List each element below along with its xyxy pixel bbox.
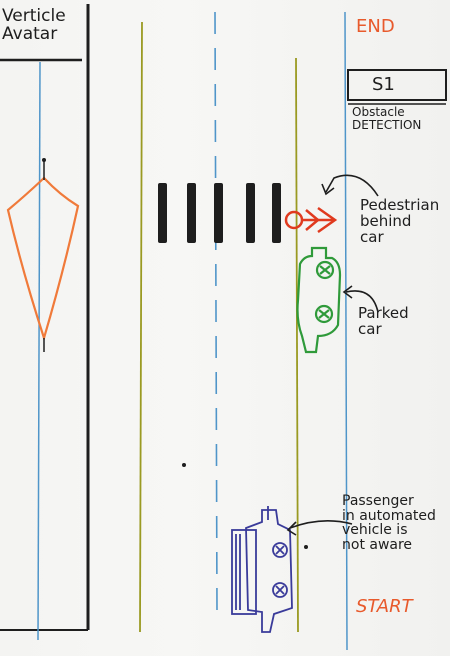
pedestrian-label-line: car [360,227,384,246]
pedestrian-icon [284,206,338,234]
crosswalk [158,183,281,243]
passenger-label-line: Passenger [342,493,414,509]
start-label: START [356,596,413,617]
automated-vehicle-icon [231,506,293,633]
avatar-cable [37,61,41,641]
vehicle-arrow [286,520,353,536]
scenario-caption: Obstacle DETECTION [352,106,421,131]
avatar-panel [0,4,90,641]
pedestrian-arrow [321,174,379,197]
avatar-label-line: Avatar [2,23,58,44]
pedestrian-label: Pedestrian behind car [360,196,440,246]
pedestrian-label-line: Pedestrian [360,196,440,214]
track-line [344,11,348,651]
ink-dot [182,463,186,467]
road-left-edge [139,21,143,633]
passenger-label-line: not aware [342,537,413,554]
avatar-label: Verticle Avatar [2,6,66,44]
parked-car-arrow [342,285,379,313]
avatar-label-line: Verticle [2,6,66,26]
road-right-edge [295,57,299,633]
parked-car-icon [296,246,342,354]
ink-dot [304,545,308,549]
pedestrian-label-line: behind [360,211,412,230]
road-center-dashes [214,11,218,613]
parked-car-label: Parked car [358,304,409,338]
scenario-caption-line: DETECTION [352,117,422,132]
scenario-caption-line: Obstacle [352,105,405,119]
parked-car-label-line: car [358,319,382,338]
scenario-id: S1 [372,74,395,95]
passenger-label-line: in automated [342,507,436,524]
balloon-avatar [6,158,80,352]
passenger-label: Passenger in automated vehicle is not aw… [342,494,436,553]
scenario-box [347,69,447,101]
end-label: END [356,16,395,37]
parked-car-label-line: Parked [358,304,409,322]
passenger-label-line: vehicle is [342,522,408,539]
